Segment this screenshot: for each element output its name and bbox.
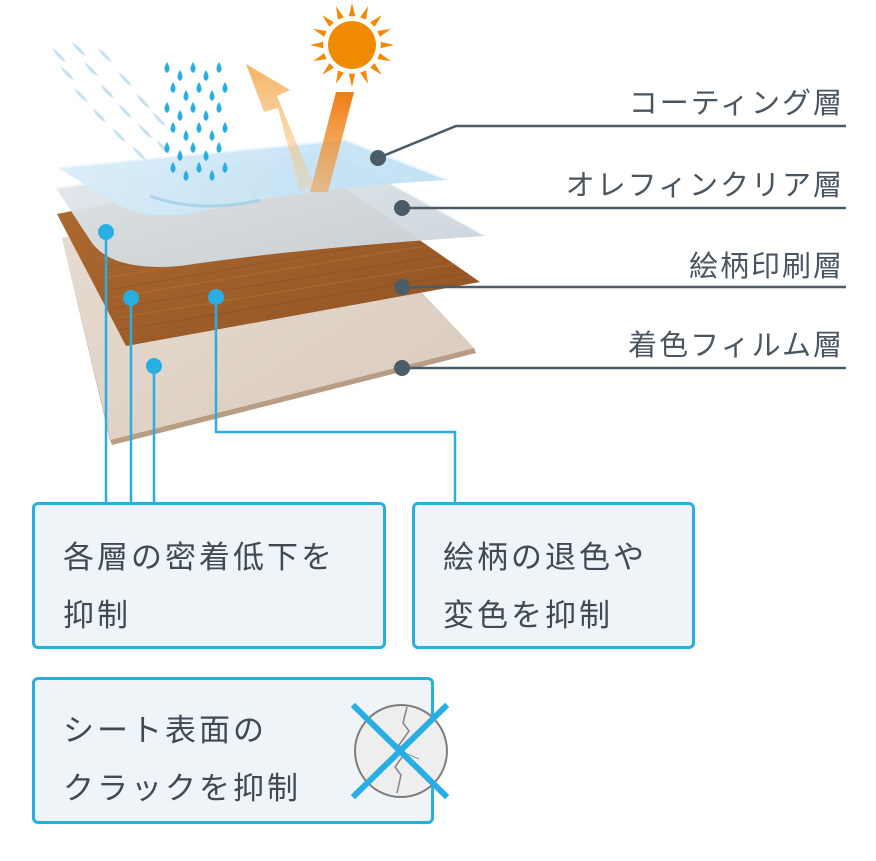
rain-drop bbox=[209, 130, 215, 141]
rain-drop bbox=[183, 170, 189, 181]
label-pattern-print-layer: 絵柄印刷層 bbox=[688, 249, 844, 283]
rain-drop bbox=[164, 142, 170, 153]
coating-layer bbox=[57, 138, 449, 216]
sun-ray-spike bbox=[322, 15, 334, 27]
sun-ray-spike bbox=[348, 3, 356, 17]
sun-ray-spike bbox=[377, 28, 391, 37]
rain-drop bbox=[190, 142, 196, 153]
rain-drop bbox=[164, 62, 170, 73]
label-olefin-clear-layer: オレフィンクリア層 bbox=[565, 168, 844, 202]
crack-prohibited-icon bbox=[350, 702, 449, 800]
rain-drop bbox=[216, 142, 222, 153]
rain-drop bbox=[222, 122, 228, 133]
rain-drop bbox=[183, 130, 189, 141]
effect-text-adhesion: 各層の密着低下を 抑制 bbox=[63, 540, 335, 634]
effect-box-fading: 絵柄の退色や 変色を抑制 bbox=[412, 502, 695, 649]
effect-box-crack: シート表面の クラックを抑制 bbox=[32, 677, 449, 824]
rain-drop bbox=[196, 122, 202, 133]
effect-connectors bbox=[104, 232, 457, 502]
rain-drop bbox=[203, 150, 209, 161]
sun-ray-spike bbox=[348, 73, 356, 87]
rain-drop bbox=[216, 102, 222, 113]
rain-drop bbox=[170, 82, 176, 93]
sun-ray-spike bbox=[370, 15, 382, 27]
sun-ray-spike bbox=[313, 53, 327, 62]
sun-ray-spike bbox=[360, 70, 369, 84]
rain-drop bbox=[190, 102, 196, 113]
label-colored-film-layer: 着色フィルム層 bbox=[628, 328, 844, 362]
sun-ray-spike bbox=[322, 63, 334, 75]
sun-ray-spike bbox=[360, 6, 369, 20]
sun-core bbox=[328, 21, 376, 69]
rain-drop bbox=[170, 122, 176, 133]
effect-connector-dots bbox=[98, 224, 224, 374]
rain-drop bbox=[196, 162, 202, 173]
sun-ray-spike bbox=[370, 63, 382, 75]
rain-drop bbox=[170, 162, 176, 173]
rain-drop bbox=[177, 150, 183, 161]
sun-ray-spike bbox=[377, 53, 391, 62]
sun-icon bbox=[310, 3, 394, 87]
rain-drop bbox=[216, 62, 222, 73]
label-coating-layer: コーティング層 bbox=[628, 86, 844, 120]
rain-drop bbox=[177, 110, 183, 121]
rain-drop bbox=[164, 102, 170, 113]
leader-lines bbox=[377, 124, 846, 370]
rain-drop bbox=[196, 82, 202, 93]
rain-drop bbox=[209, 170, 215, 181]
rain-drop bbox=[190, 62, 196, 73]
sun-ray-spike bbox=[335, 6, 344, 20]
sun-ray-spike bbox=[335, 70, 344, 84]
sun-ray-spike bbox=[380, 41, 394, 49]
rain-drop bbox=[203, 70, 209, 81]
effect-text-crack: シート表面の クラックを抑制 bbox=[63, 713, 301, 807]
leader-dots bbox=[370, 150, 410, 376]
effect-text-fading: 絵柄の退色や 変色を抑制 bbox=[443, 540, 647, 634]
rain-drop bbox=[183, 90, 189, 101]
sun-ray bbox=[310, 92, 354, 192]
rain-drop bbox=[222, 82, 228, 93]
rain-drop bbox=[177, 70, 183, 81]
reflection-arrow-icon bbox=[246, 64, 314, 192]
rain-drop bbox=[203, 110, 209, 121]
wind-rain-icon bbox=[52, 42, 170, 160]
rain-drop bbox=[209, 90, 215, 101]
rain-drop bbox=[222, 162, 228, 173]
rain-drops-icon bbox=[164, 62, 228, 181]
sun-ray-spike bbox=[313, 28, 327, 37]
effect-box-adhesion: 各層の密着低下を 抑制 bbox=[32, 502, 386, 649]
sun-ray-spike bbox=[310, 41, 324, 49]
